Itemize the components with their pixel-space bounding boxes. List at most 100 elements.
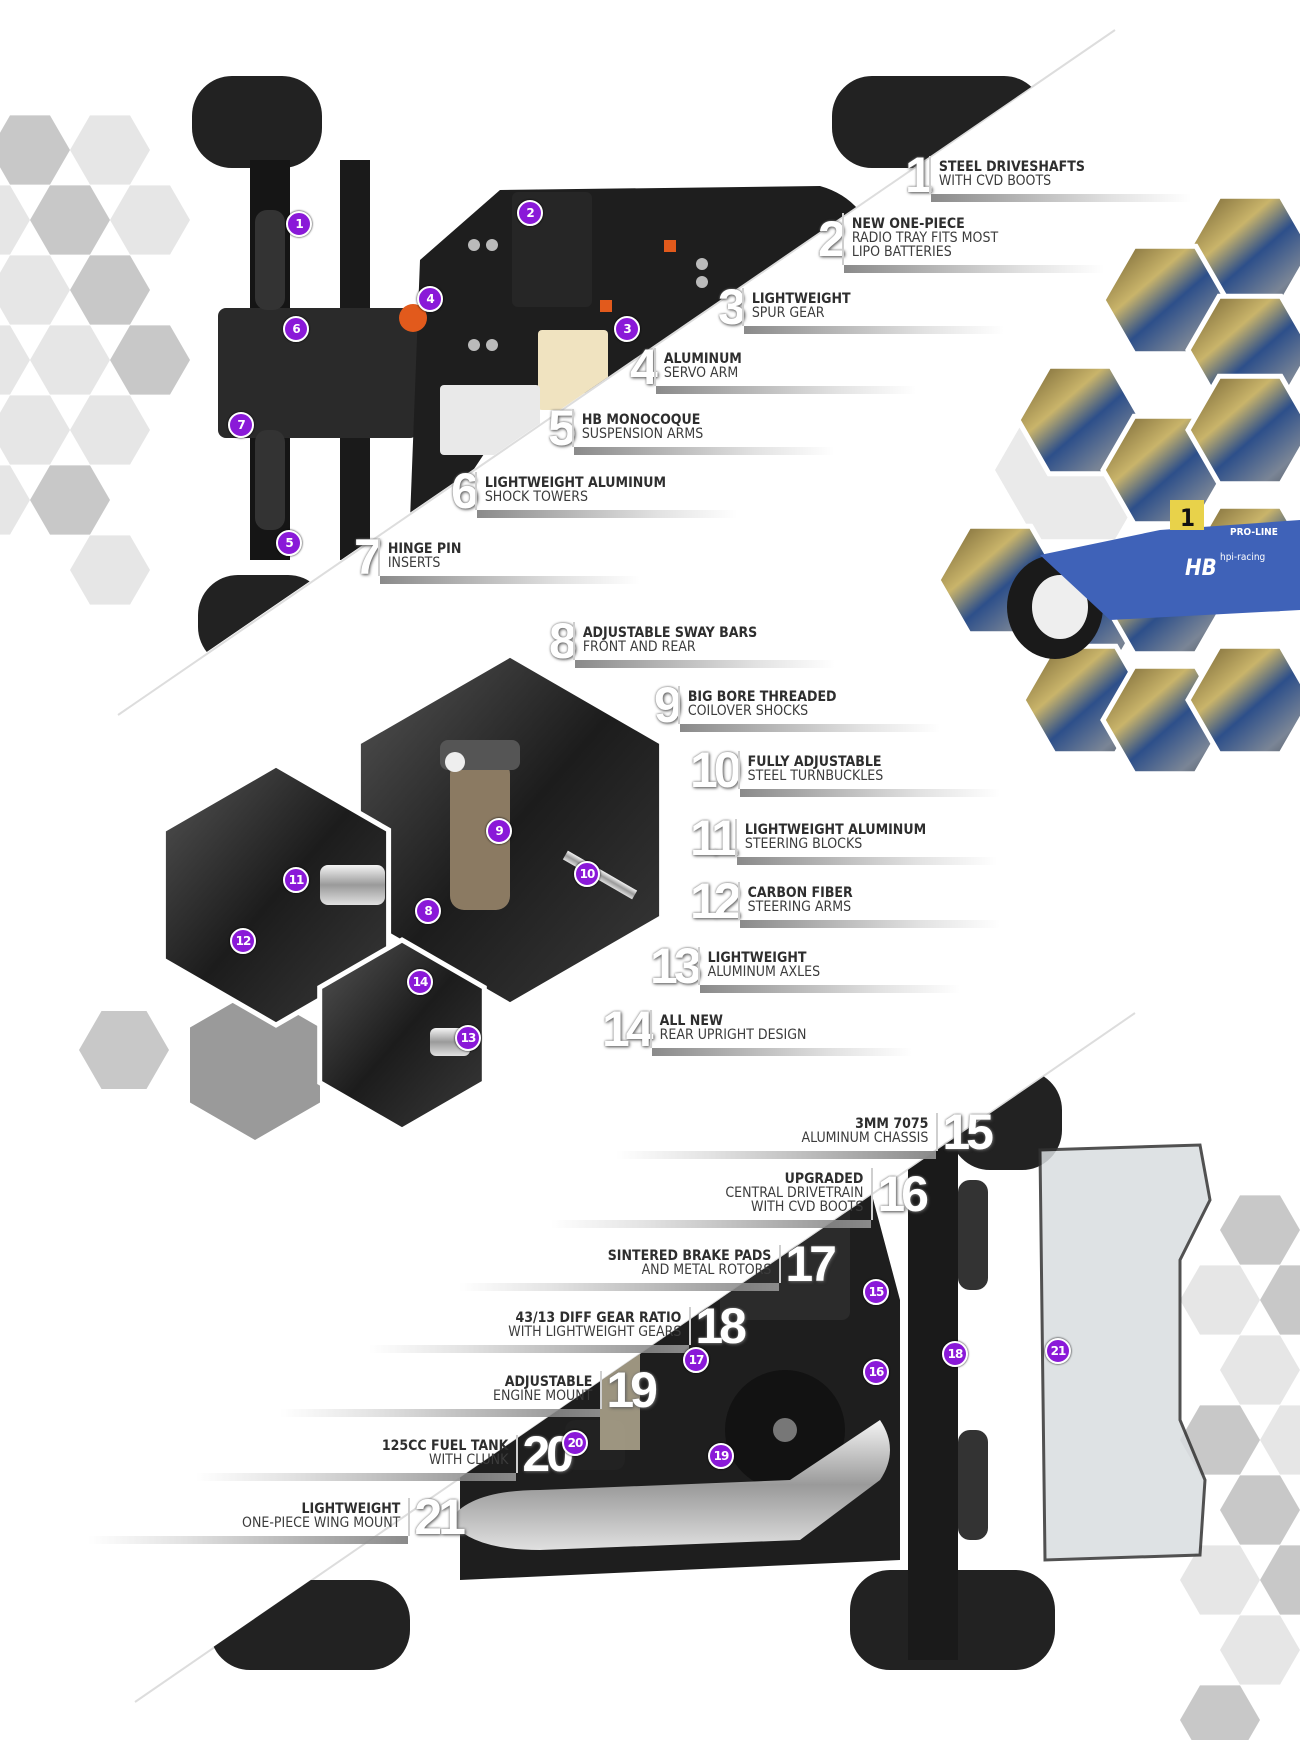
feature-subtitle: ENGINE MOUNT	[493, 1388, 593, 1404]
feature-number: 10	[690, 742, 742, 798]
feature-subtitle: SUSPENSION ARMS	[581, 426, 704, 442]
background-hexagon	[0, 395, 70, 465]
feature-title: HB MONOCOQUE	[581, 412, 701, 428]
feature-title: ALUMINUM	[663, 351, 742, 367]
callout-marker-15: 15	[863, 1279, 889, 1305]
background-hexagon	[0, 465, 30, 535]
feature-number: 15	[942, 1104, 994, 1160]
feature-subtitle: SHOCK TOWERS	[484, 489, 589, 505]
feature-number: 18	[695, 1298, 747, 1354]
background-hexagon	[110, 185, 190, 255]
background-hexagon	[1180, 1405, 1260, 1475]
background-hexagon	[1220, 1195, 1300, 1265]
feature-title: ALL NEW	[659, 1013, 723, 1029]
feature-subtitle: WITH CVD BOOTS	[751, 1199, 864, 1215]
feature-number: 21	[414, 1489, 466, 1545]
feature-number: 7	[354, 529, 382, 585]
background-hexagon	[1260, 1545, 1300, 1615]
feature-title: LIGHTWEIGHT ALUMINUM	[744, 822, 927, 838]
feature-subtitle: WITH LIGHTWEIGHT GEARS	[508, 1324, 682, 1340]
feature-subtitle: SERVO ARM	[663, 365, 739, 381]
sponsor-text: hpi-racing	[1220, 552, 1265, 563]
callout-marker-19: 19	[708, 1443, 734, 1469]
feature-number: 5	[548, 400, 576, 456]
upright-photo-hexagon	[317, 937, 487, 1133]
background-hexagon	[1260, 1405, 1300, 1475]
feature-subtitle: STEEL TURNBUCKLES	[747, 768, 884, 784]
feature-number: 6	[451, 463, 479, 519]
race-photo-hexagons	[935, 193, 1300, 777]
background-hexagon	[0, 255, 70, 325]
feature-subtitle: WITH CVD BOOTS	[938, 173, 1052, 189]
feature-subtitle: COILOVER SHOCKS	[687, 703, 809, 719]
callout-marker-3: 3	[614, 316, 640, 342]
background-hexagon	[0, 185, 30, 255]
race-car-photo: 1 HB hpi-racing PRO-LINE	[1007, 500, 1300, 659]
background-hexagon	[1180, 1265, 1260, 1335]
callout-marker-2: 2	[517, 200, 543, 226]
callout-marker-16: 16	[863, 1359, 889, 1385]
feature-number: 12	[690, 873, 742, 929]
feature-number: 4	[630, 339, 658, 395]
callout-marker-7: 7	[228, 412, 254, 438]
background-hexagon	[1180, 1685, 1260, 1740]
feature-title: NEW ONE-PIECE	[851, 216, 965, 232]
background-hexagon	[70, 535, 150, 605]
feature-title: ADJUSTABLE SWAY BARS	[582, 625, 758, 641]
feature-title: FULLY ADJUSTABLE	[747, 754, 882, 770]
feature-number: 14	[602, 1001, 654, 1057]
background-hexagon	[1260, 1265, 1300, 1335]
background-hexagons	[0, 115, 1300, 1740]
feature-subtitle: ALUMINUM CHASSIS	[801, 1130, 929, 1146]
background-hexagon	[79, 1011, 169, 1089]
callout-marker-11: 11	[283, 867, 309, 893]
feature-subtitle: AND METAL ROTORS	[641, 1262, 772, 1278]
background-hexagon	[190, 990, 320, 1140]
callout-marker-9: 9	[486, 818, 512, 844]
feature-title: SINTERED BRAKE PADS	[607, 1248, 772, 1264]
steering-block-closeup	[320, 865, 385, 905]
callout-marker-8: 8	[415, 898, 441, 924]
feature-title: STEEL DRIVESHAFTS	[938, 159, 1085, 175]
feature-subtitle: FRONT AND REAR	[582, 639, 696, 655]
feature-title: BIG BORE THREADED	[687, 689, 837, 705]
callout-marker-4: 4	[417, 286, 443, 312]
feature-title: LIGHTWEIGHT	[707, 950, 807, 966]
feature-subtitle: STEERING ARMS	[747, 899, 852, 915]
background-hexagon	[1220, 1335, 1300, 1405]
background-hexagon	[1180, 1545, 1260, 1615]
background-hexagon	[1220, 1475, 1300, 1545]
callout-marker-10: 10	[574, 861, 600, 887]
